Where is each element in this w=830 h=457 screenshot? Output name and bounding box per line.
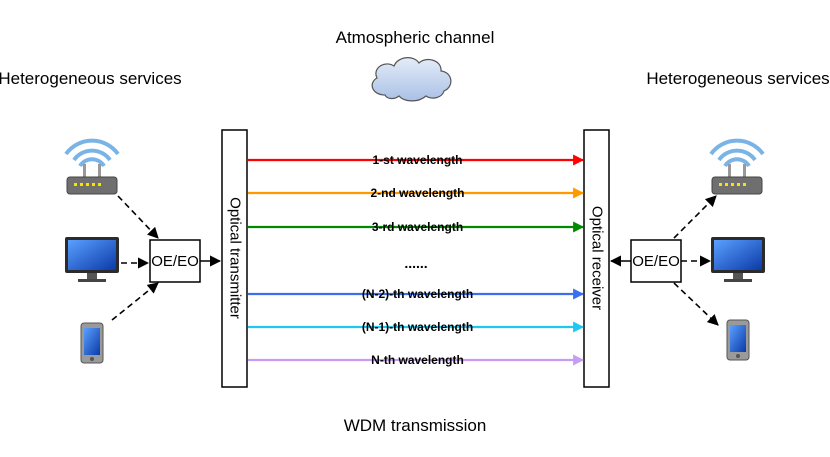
monitor-icon [711, 237, 765, 282]
smartphone-icon [80, 322, 104, 364]
wavelength-label-3: 3-rd wavelength [372, 220, 463, 234]
wavelength-label-5: (N-1)-th wavelength [362, 320, 473, 334]
connector-arrows [111, 195, 719, 326]
services-right-label: Heterogeneous services [646, 69, 829, 88]
wdm-transmission-label: WDM transmission [344, 416, 487, 435]
arrow-phone-to-oeeo-left [111, 282, 159, 321]
wifi-router-icon [64, 138, 120, 195]
optical-transmitter: Optical transmitter [221, 129, 248, 388]
arrow-oeeo-to-phone-right [673, 282, 719, 326]
monitor-icon [65, 237, 119, 282]
optical-receiver: Optical receiver [583, 129, 610, 388]
oeeo-right-box: OE/EO [630, 239, 682, 283]
oeeo-right-label: OE/EO [632, 253, 680, 270]
oeeo-left-box: OE/EO [149, 239, 201, 283]
receiver-label: Optical receiver [589, 206, 606, 310]
wifi-router-icon [709, 138, 765, 195]
cloud-icon [371, 57, 452, 102]
services-left-label: Heterogeneous services [0, 69, 182, 88]
arrow-oeeo-to-router-right [673, 195, 717, 239]
wavelength-label-6: N-th wavelength [371, 353, 464, 367]
wavelength-label-1: 1-st wavelength [372, 153, 462, 167]
oeeo-left-label: OE/EO [151, 253, 199, 270]
wavelength-label-4: (N-2)-th wavelength [362, 287, 473, 301]
atmospheric-channel-label: Atmospheric channel [336, 28, 495, 47]
arrow-router-to-oeeo-left [117, 195, 159, 239]
smartphone-icon [726, 319, 750, 361]
wavelength-group: 1-st wavelength 2-nd wavelength 3-rd wavel… [248, 153, 585, 367]
transmitter-label: Optical transmitter [227, 197, 244, 319]
wavelength-ellipsis: ...... [404, 255, 427, 271]
wavelength-label-2: 2-nd wavelength [370, 186, 464, 200]
